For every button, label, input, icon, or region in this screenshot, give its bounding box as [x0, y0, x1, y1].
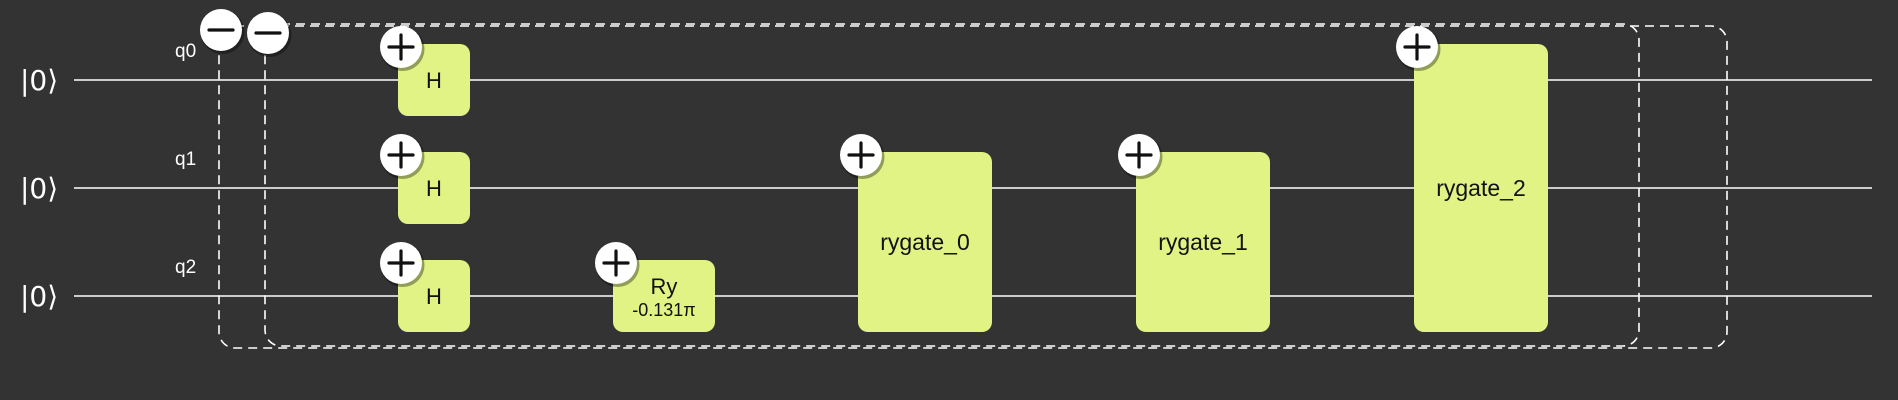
outer-group-frame [218, 25, 1728, 349]
init-state-q0: |0⟩ [20, 64, 58, 97]
plus-icon [602, 249, 630, 277]
gate-label: rygate_2 [1436, 175, 1526, 201]
gate-expand-button-h-q1[interactable] [380, 134, 425, 179]
gate-label: rygate_0 [880, 229, 970, 255]
gate-expand-button-rygate-1[interactable] [1118, 134, 1163, 179]
inner-group-collapse-button[interactable] [247, 12, 292, 57]
plus-icon [1125, 141, 1153, 169]
qubit-label-q0: q0 [175, 41, 196, 62]
gate-body [1136, 152, 1270, 332]
init-state-q2: |0⟩ [20, 280, 58, 313]
gate-body [398, 260, 470, 332]
qubit-label-q1: q1 [175, 149, 196, 170]
gate-rygate-2[interactable]: rygate_2 [1414, 44, 1548, 332]
gate-label: H [426, 284, 442, 309]
gate-label: Ry [651, 274, 678, 299]
gate-body [398, 44, 470, 116]
gate-param: -0.131π [632, 300, 695, 320]
gate-ry-q2[interactable]: Ry-0.131π [613, 260, 715, 332]
gate-h-q2[interactable]: H [398, 260, 470, 332]
gate-body [613, 260, 715, 332]
plus-icon [387, 141, 415, 169]
gate-expand-button-ry-q2[interactable] [595, 242, 640, 287]
gate-label: H [426, 68, 442, 93]
gate-rygate-1[interactable]: rygate_1 [1136, 152, 1270, 332]
gate-expand-button-h-q2[interactable] [380, 242, 425, 287]
gate-expand-button-rygate-0[interactable] [840, 134, 885, 179]
gate-body [858, 152, 992, 332]
plus-icon [387, 249, 415, 277]
init-state-q1: |0⟩ [20, 172, 58, 205]
gate-h-q1[interactable]: H [398, 152, 470, 224]
gate-body [398, 152, 470, 224]
gate-h-q0[interactable]: H [398, 44, 470, 116]
plus-icon [847, 141, 875, 169]
gate-rygate-0[interactable]: rygate_0 [858, 152, 992, 332]
gate-body [1414, 44, 1548, 332]
gate-expand-button-rygate-2[interactable] [1396, 26, 1441, 71]
gate-label: H [426, 176, 442, 201]
plus-icon [1403, 33, 1431, 61]
plus-icon [387, 33, 415, 61]
gate-label: rygate_1 [1158, 229, 1248, 255]
outer-group-collapse-button[interactable] [200, 9, 245, 54]
gate-expand-button-h-q0[interactable] [380, 26, 425, 71]
qubit-label-q2: q2 [175, 257, 196, 278]
